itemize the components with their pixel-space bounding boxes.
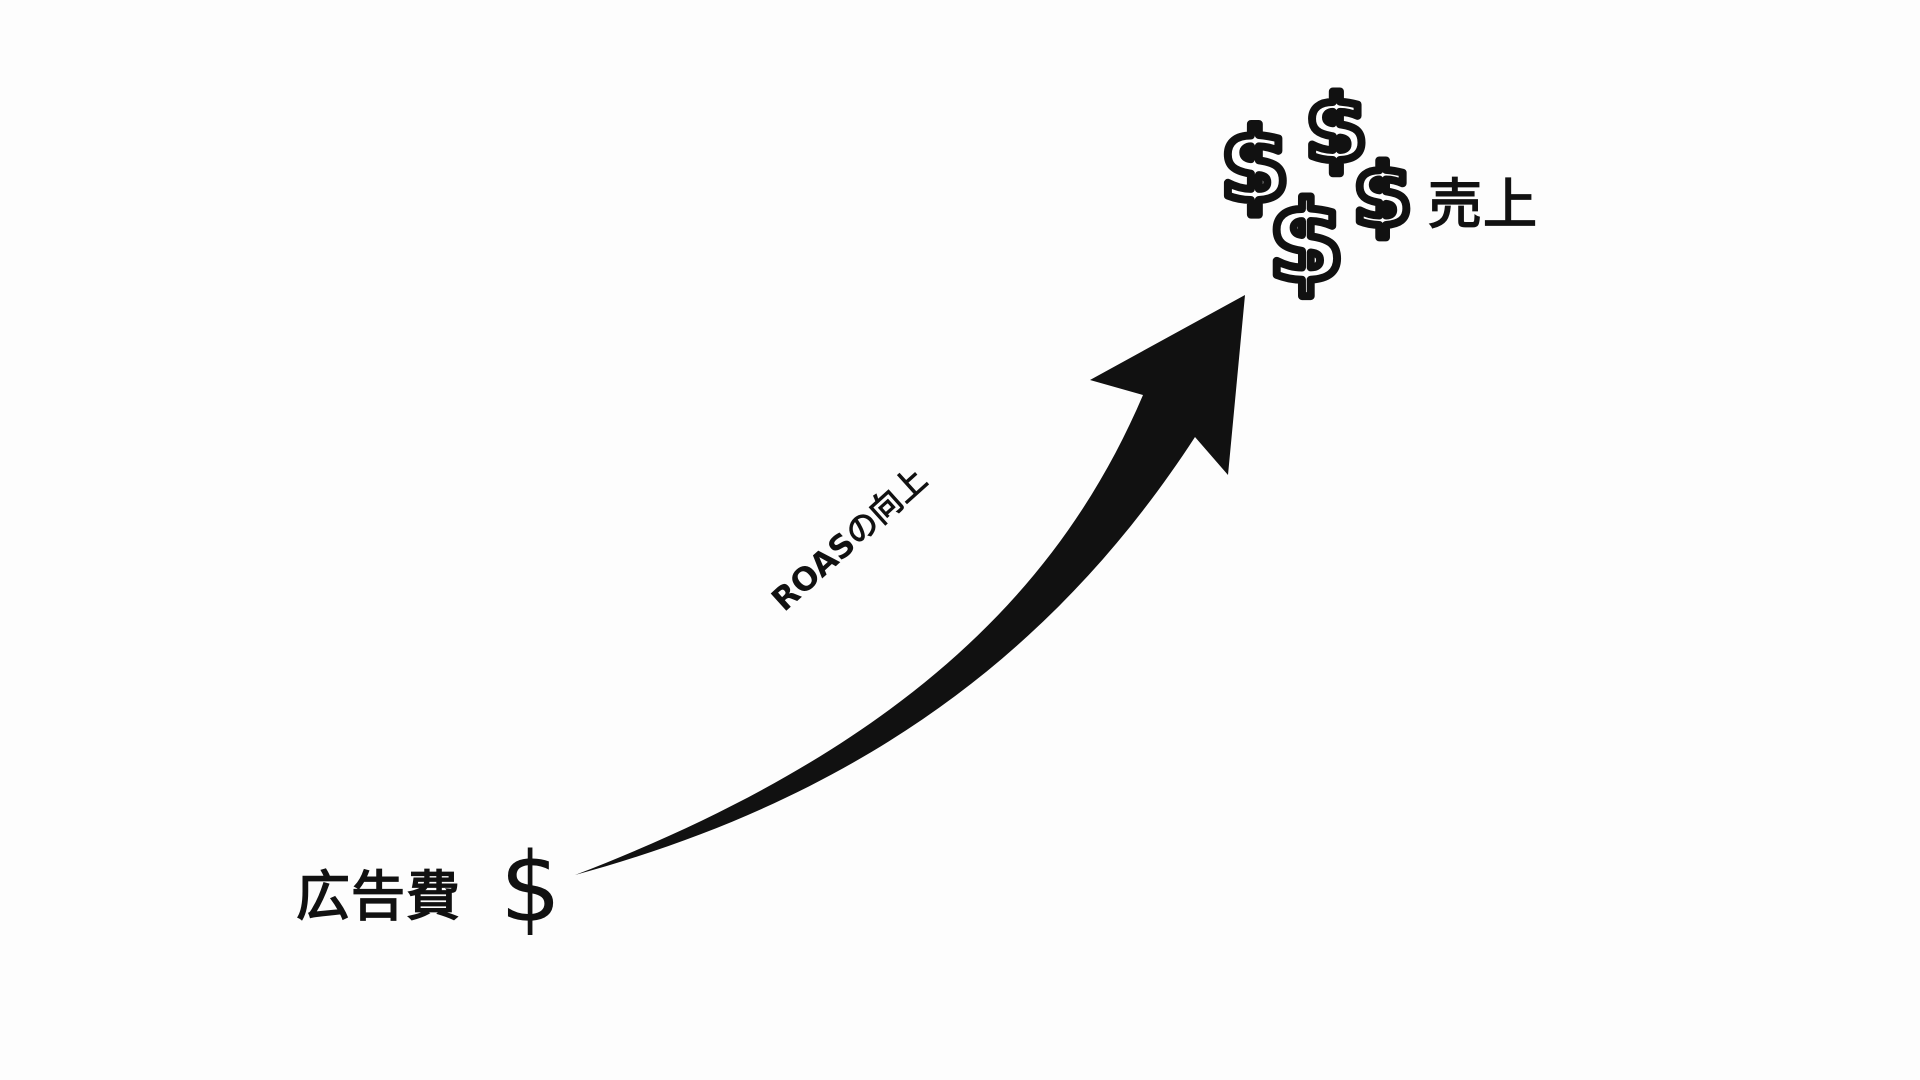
dollar-sign-1: $ bbox=[1220, 107, 1290, 224]
sales-dollar-signs: $ $ $ $ bbox=[1216, 73, 1416, 310]
growth-arrow bbox=[575, 295, 1245, 875]
ad-cost-label: 広告費 bbox=[296, 865, 461, 928]
dollar-sign-2: $ bbox=[1305, 77, 1368, 182]
dollar-sign-4: $ bbox=[1268, 178, 1345, 306]
sales-label: 売上 bbox=[1428, 173, 1538, 236]
dollar-sign-3: $ bbox=[1353, 147, 1412, 246]
ad-cost-dollar-icon: $ bbox=[500, 832, 562, 944]
